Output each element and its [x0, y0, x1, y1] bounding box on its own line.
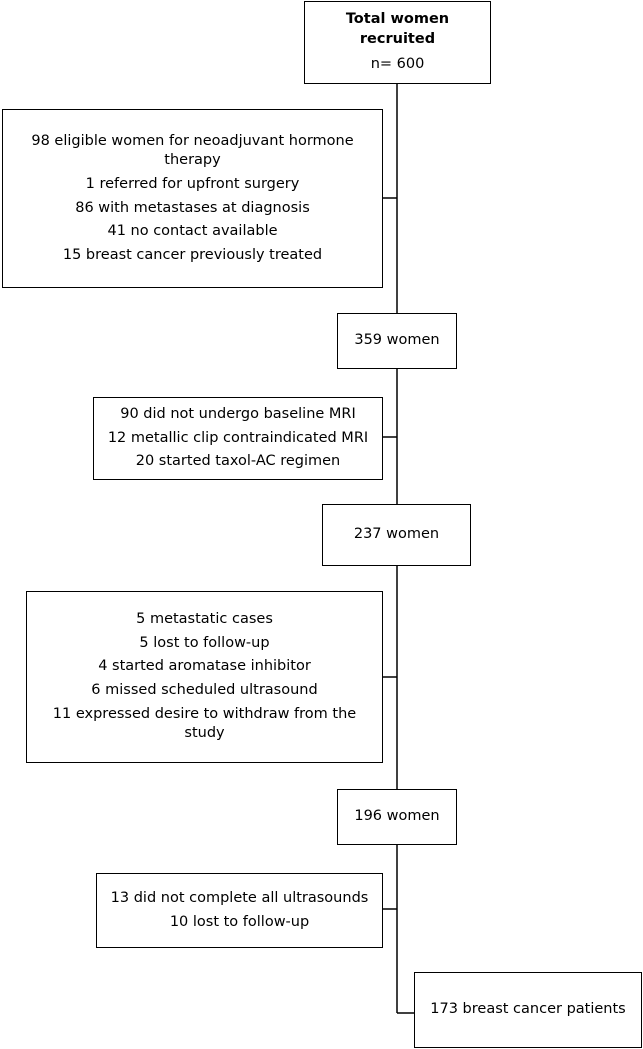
- exclusion-item: 41 no contact available: [107, 223, 278, 240]
- exclusion-box-3: 5 metastatic cases 5 lost to follow-up 4…: [26, 591, 383, 763]
- total-recruited-box: Total women recruited n= 600: [304, 1, 491, 84]
- exclusion-item: 86 with metastases at diagnosis: [75, 199, 310, 216]
- final-patients-label: 173 breast cancer patients: [430, 1001, 626, 1018]
- stage-box-237: 237 women: [322, 504, 471, 566]
- exclusion-item: 13 did not complete all ultrasounds: [110, 889, 369, 906]
- total-recruited-title: Total women recruited: [345, 11, 450, 47]
- stage-label: 196 women: [354, 808, 440, 825]
- exclusion-item: 12 metallic clip contraindicated MRI: [107, 429, 369, 446]
- total-recruited-count: n= 600: [370, 56, 425, 73]
- exclusion-item: 10 lost to follow-up: [169, 913, 310, 930]
- stage-box-196: 196 women: [337, 789, 457, 845]
- exclusion-item: 6 missed scheduled ultrasound: [91, 682, 318, 698]
- exclusion-box-1: 98 eligible women for neoadjuvant hormon…: [2, 109, 383, 288]
- exclusion-item: 5 lost to follow-up: [139, 634, 270, 651]
- exclusion-item: 98 eligible women for neoadjuvant hormon…: [31, 132, 354, 169]
- stage-label: 237 women: [353, 526, 440, 543]
- exclusion-item: 1 referred for upfront surgery: [85, 175, 300, 192]
- exclusion-item: 90 did not undergo baseline MRI: [120, 406, 356, 423]
- exclusion-box-2: 90 did not undergo baseline MRI 12 metal…: [93, 397, 383, 480]
- stage-box-359: 359 women: [337, 313, 457, 369]
- final-patients-box: 173 breast cancer patients: [414, 972, 642, 1048]
- exclusion-item: 15 breast cancer previously treated: [62, 246, 323, 263]
- exclusion-item: 5 metastatic cases: [136, 611, 273, 628]
- exclusion-item: 11 expressed desire to withdraw from the…: [52, 705, 357, 742]
- stage-label: 359 women: [354, 332, 440, 349]
- exclusion-item: 20 started taxol-AC regimen: [135, 453, 341, 470]
- exclusion-item: 4 started aromatase inhibitor: [98, 658, 311, 675]
- exclusion-box-4: 13 did not complete all ultrasounds 10 l…: [96, 873, 383, 948]
